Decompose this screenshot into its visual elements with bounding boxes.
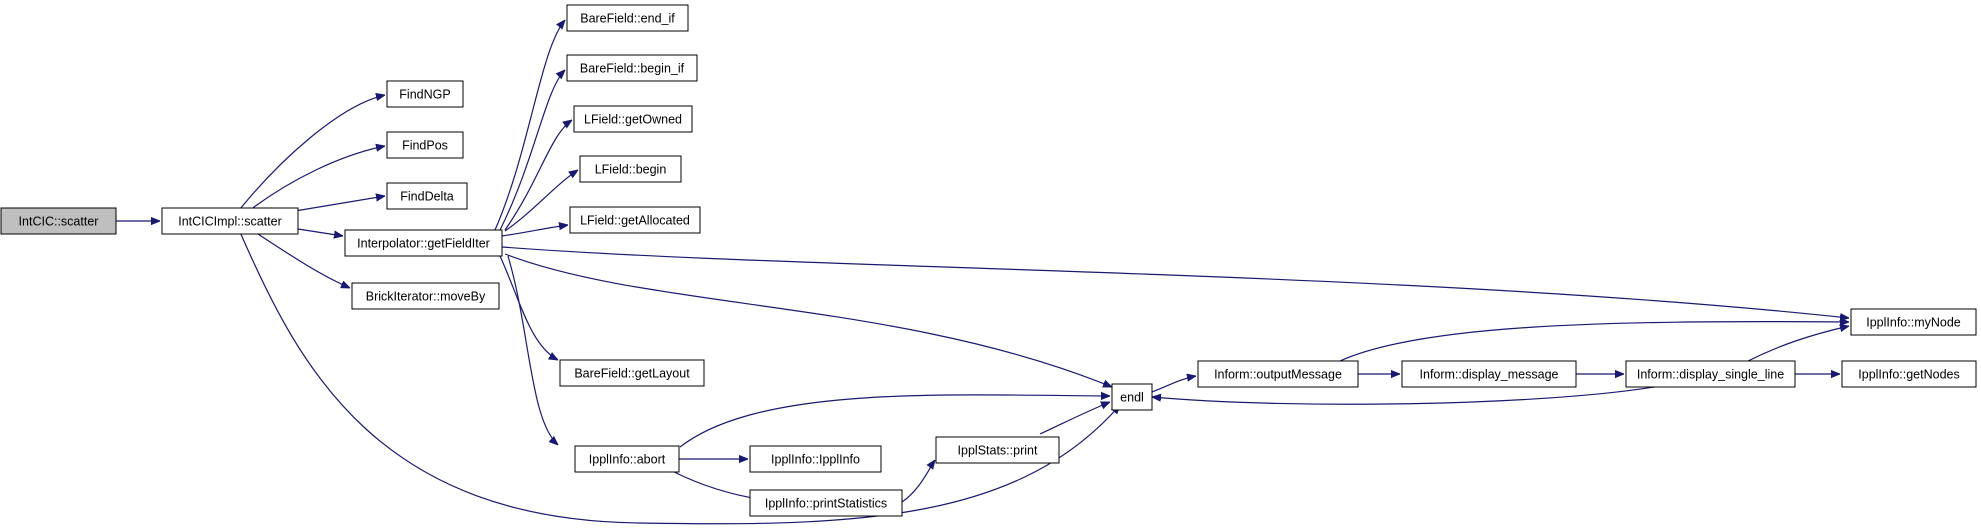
node-ipplinfo_getnodes[interactable]: IpplInfo::getNodes <box>1841 360 1977 388</box>
edge-intcicimpl_scatter-interp_getfielditer <box>297 228 343 236</box>
node-inform_outputmessage[interactable]: Inform::outputMessage <box>1197 360 1359 388</box>
svg-text:LField::getOwned: LField::getOwned <box>584 113 682 127</box>
node-findpos[interactable]: FindPos <box>386 131 464 159</box>
svg-text:IntCICImpl::scatter: IntCICImpl::scatter <box>178 215 282 229</box>
node-brick_moveby[interactable]: BrickIterator::moveBy <box>351 282 500 310</box>
svg-text:IpplStats::print: IpplStats::print <box>958 444 1038 458</box>
edge-ipplinfo_abort-endl <box>679 395 1110 448</box>
node-barefield_getlayout[interactable]: BareField::getLayout <box>559 359 705 387</box>
svg-text:Inform::display_single_line: Inform::display_single_line <box>1637 368 1784 382</box>
edge-interp_getfielditer-ipplinfo_mynode <box>501 246 1849 318</box>
edge-ipplinfo_printstats-ipplstats_print <box>901 460 935 503</box>
svg-text:IpplInfo::printStatistics: IpplInfo::printStatistics <box>765 497 887 511</box>
svg-text:LField::begin: LField::begin <box>595 163 667 177</box>
svg-text:IpplInfo::IpplInfo: IpplInfo::IpplInfo <box>771 453 860 467</box>
svg-text:FindDelta: FindDelta <box>400 190 454 204</box>
edge-interp_getfielditer-lfield_getowned <box>504 120 572 231</box>
node-ipplinfo_ipplinfo[interactable]: IpplInfo::IpplInfo <box>749 445 882 473</box>
node-finddelta[interactable]: FindDelta <box>386 182 468 210</box>
svg-text:IpplInfo::abort: IpplInfo::abort <box>589 453 666 467</box>
svg-text:IntCIC::scatter: IntCIC::scatter <box>19 215 99 229</box>
edge-interp_getfielditer-barefield_getlayout <box>499 255 558 360</box>
node-lfield_begin[interactable]: LField::begin <box>579 155 682 183</box>
graph-nodes: IntCIC::scatter IntCICImpl::scatter Find… <box>0 4 1977 517</box>
svg-text:IpplInfo::getNodes: IpplInfo::getNodes <box>1858 368 1959 382</box>
edge-interp_getfielditer-lfield_getallocated <box>501 225 568 237</box>
edge-interp_getfielditer-endl <box>504 253 1112 388</box>
node-ipplinfo_abort[interactable]: IpplInfo::abort <box>574 445 680 473</box>
svg-text:endl: endl <box>1120 391 1144 405</box>
node-inform_displaymessage[interactable]: Inform::display_message <box>1401 360 1577 388</box>
node-interp_getfielditer[interactable]: Interpolator::getFieldIter <box>344 229 503 257</box>
node-intcic_scatter[interactable]: IntCIC::scatter <box>0 207 117 235</box>
edge-intcicimpl_scatter-finddelta <box>294 196 385 212</box>
edge-inform_displaysingleline-ipplinfo_mynode <box>1747 326 1849 362</box>
svg-text:BrickIterator::moveBy: BrickIterator::moveBy <box>366 290 486 304</box>
svg-text:FindPos: FindPos <box>402 139 448 153</box>
edge-inform_displaysingleline-endl <box>1152 385 1661 405</box>
node-lfield_getallocated[interactable]: LField::getAllocated <box>569 206 701 234</box>
svg-text:FindNGP: FindNGP <box>399 88 450 102</box>
svg-text:IpplInfo::myNode: IpplInfo::myNode <box>1866 316 1961 330</box>
edge-interp_getfielditer-barefield_beginif <box>499 70 565 231</box>
node-inform_displaysingleline[interactable]: Inform::display_single_line <box>1625 360 1796 388</box>
svg-text:Inform::outputMessage: Inform::outputMessage <box>1214 368 1342 382</box>
node-ipplstats_print[interactable]: IpplStats::print <box>935 436 1060 464</box>
edge-interp_getfielditer-ipplinfo_abort <box>507 255 558 445</box>
node-findngp[interactable]: FindNGP <box>386 80 464 108</box>
graph-edges <box>116 20 1849 525</box>
edge-inform_outputmessage-ipplinfo_mynode <box>1339 322 1849 362</box>
edge-intcicimpl_scatter-findngp <box>239 95 385 210</box>
edge-endl-inform_outputmessage <box>1151 376 1196 393</box>
edge-intcicimpl_scatter-endl <box>239 231 1120 525</box>
node-lfield_getowned[interactable]: LField::getOwned <box>573 105 693 133</box>
svg-text:BareField::getLayout: BareField::getLayout <box>574 367 690 381</box>
node-ipplinfo_mynode[interactable]: IpplInfo::myNode <box>1850 308 1977 336</box>
node-barefield_endif[interactable]: BareField::end_if <box>566 4 689 32</box>
node-endl[interactable]: endl <box>1111 383 1153 411</box>
svg-text:Interpolator::getFieldIter: Interpolator::getFieldIter <box>357 237 490 251</box>
edge-ipplstats_print-endl <box>1039 401 1110 435</box>
svg-text:Inform::display_message: Inform::display_message <box>1420 368 1559 382</box>
edge-intcicimpl_scatter-brick_moveby <box>254 231 350 289</box>
svg-text:BareField::begin_if: BareField::begin_if <box>580 62 685 76</box>
node-intcicimpl_scatter[interactable]: IntCICImpl::scatter <box>161 207 299 235</box>
edge-interp_getfielditer-barefield_endif <box>494 20 565 231</box>
node-ipplinfo_printstats[interactable]: IpplInfo::printStatistics <box>749 489 903 517</box>
node-barefield_beginif[interactable]: BareField::begin_if <box>566 54 698 82</box>
svg-text:LField::getAllocated: LField::getAllocated <box>580 214 690 228</box>
edge-intcicimpl_scatter-findpos <box>249 146 385 211</box>
svg-text:BareField::end_if: BareField::end_if <box>580 12 675 26</box>
edge-interp_getfielditer-lfield_begin <box>504 170 578 232</box>
